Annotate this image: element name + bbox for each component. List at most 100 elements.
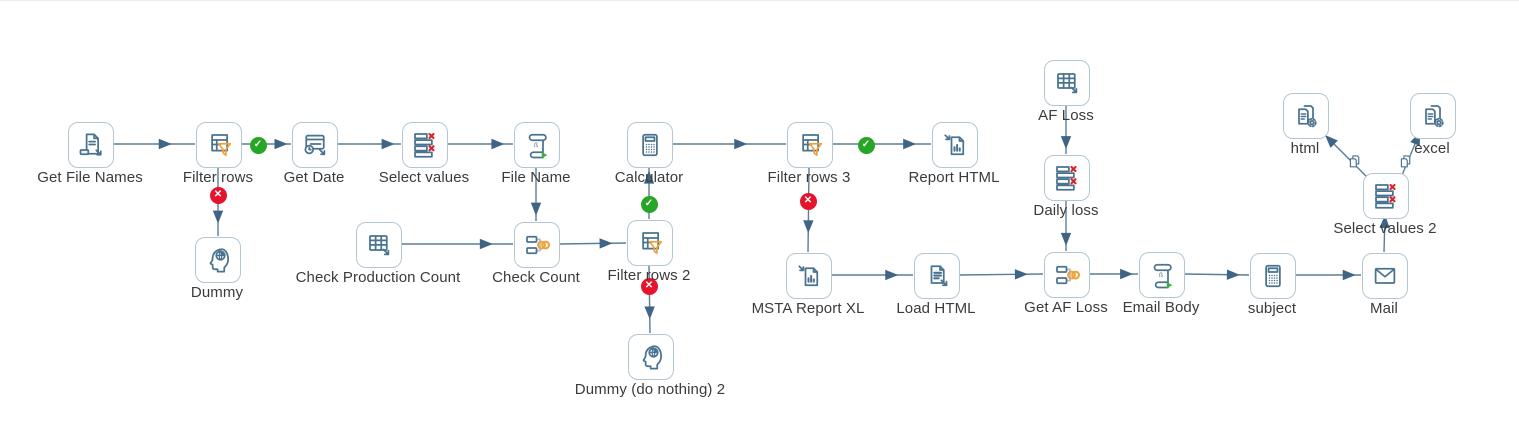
hop-true-check-icon: ✓ (857, 136, 875, 154)
step-dummy[interactable] (195, 237, 241, 283)
step-check-production-count[interactable] (356, 222, 402, 268)
copy-files-icon (1345, 153, 1365, 178)
step-dummy-2[interactable] (628, 334, 674, 380)
step-calculator[interactable] (627, 122, 673, 168)
hop-check-production-count-to-check-count[interactable] (401, 238, 513, 250)
dummy-head-icon (636, 342, 666, 372)
hop-arrowhead (491, 138, 505, 150)
step-get-file-names[interactable] (68, 122, 114, 168)
hop-filter-rows-3-to-msta-report-xl[interactable] (803, 166, 814, 253)
hop-msta-report-xl-to-load-html[interactable] (831, 269, 913, 281)
select-values-icon (410, 130, 440, 160)
step-check-count[interactable] (514, 222, 560, 268)
report-file-icon (940, 130, 970, 160)
hop-arrowhead (1325, 135, 1338, 148)
step-label-dummy: Dummy (190, 284, 244, 301)
step-label-html: html (1290, 140, 1320, 157)
hop-arrowhead (885, 269, 899, 281)
step-label-calculator: Calculator (614, 169, 684, 186)
step-label-get-date: Get Date (283, 169, 345, 186)
filter-rows-icon (204, 130, 234, 160)
hop-arrowhead (1060, 136, 1072, 150)
hop-filter-rows-3-to-report-html[interactable] (832, 138, 931, 150)
hop-arrowhead (530, 202, 542, 216)
step-select-values-2[interactable] (1363, 173, 1409, 219)
hop-false-x-icon: ✕ (209, 186, 227, 204)
calculator-icon (1258, 261, 1288, 291)
step-label-email-body: Email Body (1122, 299, 1200, 316)
hop-get-af-loss-to-email-body[interactable] (1089, 268, 1138, 280)
hop-arrowhead (643, 170, 655, 184)
step-label-filter-rows-2: Filter rows 2 (607, 267, 691, 284)
step-label-dummy-2: Dummy (do nothing) 2 (574, 381, 726, 398)
step-label-get-af-loss: Get AF Loss (1024, 299, 1108, 316)
hop-select-values-2-to-html[interactable] (1321, 131, 1371, 181)
load-file-icon (922, 261, 952, 291)
step-excel[interactable] (1410, 93, 1456, 139)
step-label-check-production-count: Check Production Count (295, 269, 461, 286)
hop-arrowhead (734, 138, 748, 150)
step-daily-loss[interactable] (1044, 155, 1090, 201)
step-load-html[interactable] (914, 253, 960, 299)
hop-get-file-names-to-filter-rows[interactable] (112, 138, 195, 150)
step-get-date[interactable] (292, 122, 338, 168)
step-label-select-values-2: Select values 2 (1333, 220, 1437, 237)
step-mail[interactable] (1362, 253, 1408, 299)
hop-select-values-to-file-name[interactable] (447, 138, 513, 150)
step-label-mail: Mail (1370, 300, 1398, 317)
step-email-body[interactable]: ß (1139, 252, 1185, 298)
hop-load-html-to-get-af-loss[interactable] (958, 269, 1044, 280)
hop-arrowhead (1060, 232, 1072, 246)
hop-arrowhead (479, 238, 493, 250)
step-label-get-file-names: Get File Names (37, 169, 143, 186)
step-label-excel: excel (1414, 140, 1450, 157)
step-label-check-count: Check Count (492, 269, 580, 286)
svg-text:ß: ß (1159, 272, 1163, 279)
step-label-msta-report-xl: MSTA Report XL (751, 300, 865, 317)
step-report-html[interactable] (932, 122, 978, 168)
hop-filter-rows-2-to-dummy-2[interactable] (644, 264, 655, 334)
hop-daily-loss-to-get-af-loss[interactable] (1060, 200, 1072, 251)
hop-check-count-to-filter-rows-2[interactable] (558, 238, 627, 249)
hop-af-loss-to-daily-loss[interactable] (1060, 105, 1072, 154)
step-label-select-values: Select values (378, 169, 470, 186)
copy-files-icon (1396, 153, 1416, 178)
step-af-loss[interactable] (1044, 60, 1090, 106)
table-input-icon (1052, 68, 1082, 98)
step-select-values[interactable] (402, 122, 448, 168)
system-info-icon (300, 130, 330, 160)
step-subject[interactable] (1250, 253, 1296, 299)
hop-calculator-to-filter-rows-3[interactable] (672, 138, 786, 150)
hop-subject-to-mail[interactable] (1295, 269, 1361, 281)
hop-mail-to-select-values-2[interactable] (1379, 214, 1390, 253)
hop-file-name-to-check-count[interactable] (530, 167, 542, 221)
script-icon: ß (1147, 260, 1177, 290)
step-get-af-loss[interactable] (1044, 252, 1090, 298)
hop-true-check-icon: ✓ (640, 195, 658, 213)
hop-arrowhead (158, 138, 172, 150)
script-icon: ß (522, 130, 552, 160)
step-msta-report-xl[interactable] (786, 253, 832, 299)
filter-rows-icon (795, 130, 825, 160)
step-label-subject: subject (1247, 300, 1297, 317)
step-label-file-name: File Name (501, 169, 571, 186)
step-html[interactable] (1283, 93, 1329, 139)
step-filter-rows-3[interactable] (787, 122, 833, 168)
step-filter-rows[interactable] (196, 122, 242, 168)
hop-arrowhead (903, 138, 917, 150)
hop-true-check-icon: ✓ (249, 136, 267, 154)
step-file-name[interactable]: ß (514, 122, 560, 168)
step-filter-rows-2[interactable] (627, 220, 673, 266)
hop-arrowhead (1014, 269, 1028, 280)
hop-false-x-icon: ✕ (640, 277, 658, 295)
hop-get-date-to-select-values[interactable] (337, 138, 401, 150)
merge-join-icon (1052, 260, 1082, 290)
process-files-icon (1418, 101, 1448, 131)
svg-text:ß: ß (534, 142, 538, 149)
filter-rows-icon (635, 228, 665, 258)
hop-arrowhead (1120, 268, 1134, 280)
hop-email-body-to-subject[interactable] (1183, 269, 1250, 280)
hop-arrowhead (803, 220, 814, 234)
calculator-icon (635, 130, 665, 160)
